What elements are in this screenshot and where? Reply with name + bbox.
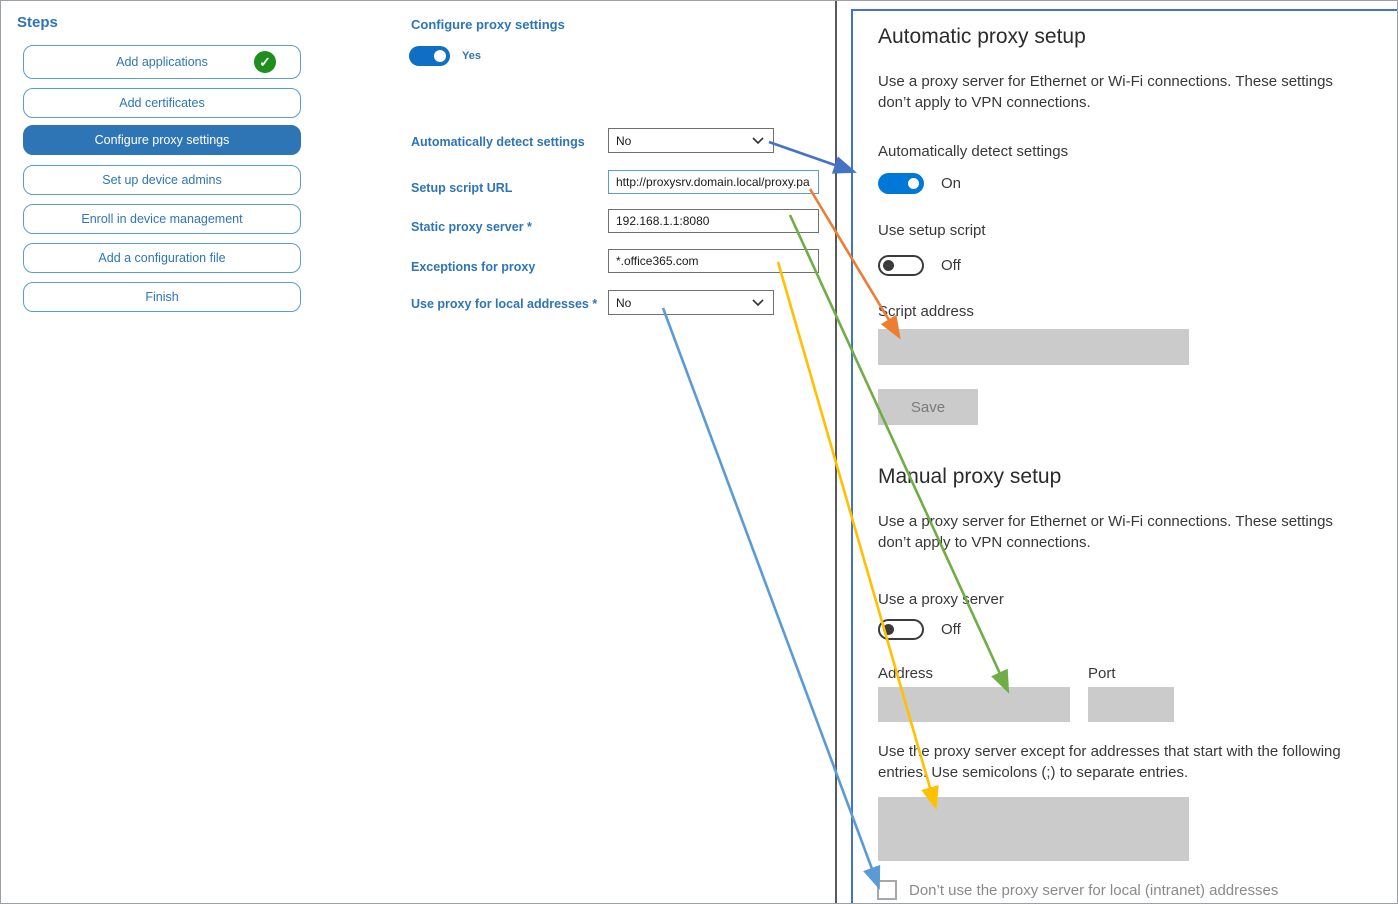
arrow-detect-settings xyxy=(768,140,857,174)
port-label: Port xyxy=(1088,665,1116,682)
exceptions-hint: Use the proxy server except for addresse… xyxy=(878,743,1341,781)
toggle-knob xyxy=(883,260,894,271)
sidebar-item-set-up-device-admins[interactable]: Set up device admins ✓ xyxy=(23,165,301,195)
arrow-local-addresses xyxy=(661,307,881,890)
windows-proxy-settings-panel: Automatic proxy setup Use a proxy server… xyxy=(851,9,1397,903)
field-label-exceptions-for-proxy: Exceptions for proxy xyxy=(411,260,536,274)
sidebar-item-add-certificates[interactable]: Add certificates ✓ xyxy=(23,88,301,118)
setup-script-toggle-state: Off xyxy=(941,257,961,274)
input-value: 192.168.1.1:8080 xyxy=(616,214,710,228)
step-label: Configure proxy settings xyxy=(94,133,230,147)
panel-port-box[interactable] xyxy=(1088,687,1174,722)
automatic-proxy-setup-heading: Automatic proxy setup xyxy=(878,25,1086,48)
local-addresses-select[interactable]: No xyxy=(608,290,774,315)
select-value: No xyxy=(616,133,632,148)
step-label: Enroll in device management xyxy=(81,212,243,226)
chevron-down-icon xyxy=(752,134,764,148)
automatically-detect-select[interactable]: No xyxy=(608,128,774,153)
detect-toggle-label: Automatically detect settings xyxy=(878,143,1069,160)
local-checkbox-label: Don’t use the proxy server for local (in… xyxy=(909,882,1279,899)
manual-proxy-description: Use a proxy server for Ethernet or Wi-Fi… xyxy=(878,513,1333,551)
select-value: No xyxy=(616,295,632,310)
step-label: Set up device admins xyxy=(102,173,222,187)
toggle-knob xyxy=(908,178,919,189)
toggle-knob xyxy=(434,50,446,62)
script-address-label: Script address xyxy=(878,303,974,320)
input-value: http://proxysrv.domain.local/proxy.pa xyxy=(616,175,810,189)
setup-script-url-input[interactable]: http://proxysrv.domain.local/proxy.pa xyxy=(608,170,819,194)
static-proxy-input[interactable]: 192.168.1.1:8080 xyxy=(608,209,819,233)
step-label: Add certificates xyxy=(119,96,205,110)
field-label-setup-script-url: Setup script URL xyxy=(411,181,513,195)
toggle-knob xyxy=(883,624,894,635)
step-label: Finish xyxy=(145,290,179,304)
panel-local-checkbox[interactable] xyxy=(877,880,897,900)
steps-heading: Steps xyxy=(17,14,58,31)
panel-detect-toggle[interactable] xyxy=(878,173,924,194)
address-label: Address xyxy=(878,665,934,682)
step-label: Add applications xyxy=(116,55,208,69)
vertical-divider xyxy=(835,1,837,903)
sidebar-item-enroll-in-device-management[interactable]: Enroll in device management ✓ xyxy=(23,204,301,234)
configure-proxy-toggle[interactable] xyxy=(409,46,450,66)
panel-setup-script-toggle[interactable] xyxy=(878,255,924,276)
sidebar-item-add-applications[interactable]: Add applications ✓ xyxy=(23,45,301,79)
detect-toggle-state: On xyxy=(941,175,962,192)
save-button[interactable]: Save xyxy=(878,389,978,425)
page-title: Configure proxy settings xyxy=(411,17,565,32)
panel-address-box[interactable] xyxy=(878,687,1070,722)
field-label-static-proxy-server: Static proxy server * xyxy=(411,220,532,234)
input-value: *.office365.com xyxy=(616,254,699,268)
sidebar-item-configure-proxy-settings[interactable]: Configure proxy settings ✓ xyxy=(23,125,301,155)
field-label-automatically-detect: Automatically detect settings xyxy=(411,135,585,149)
step-label: Add a configuration file xyxy=(98,251,226,265)
field-label-use-proxy-local: Use proxy for local addresses * xyxy=(411,297,598,311)
exceptions-input[interactable]: *.office365.com xyxy=(608,249,819,273)
configure-proxy-toggle-state: Yes xyxy=(462,50,481,62)
automatic-proxy-description: Use a proxy server for Ethernet or Wi-Fi… xyxy=(878,73,1333,111)
sidebar-item-add-a-configuration-file[interactable]: Add a configuration file ✓ xyxy=(23,243,301,273)
chevron-down-icon xyxy=(752,296,764,310)
panel-exceptions-box[interactable] xyxy=(878,797,1189,861)
completed-check-icon: ✓ xyxy=(254,51,276,73)
use-proxy-toggle-label: Use a proxy server xyxy=(878,591,1004,608)
manual-proxy-setup-heading: Manual proxy setup xyxy=(878,465,1062,488)
panel-use-proxy-toggle[interactable] xyxy=(878,619,924,640)
use-proxy-toggle-state: Off xyxy=(941,621,961,638)
panel-script-address-box[interactable] xyxy=(878,329,1189,365)
sidebar-item-finish[interactable]: Finish ✓ xyxy=(23,282,301,312)
setup-script-toggle-label: Use setup script xyxy=(878,222,986,239)
